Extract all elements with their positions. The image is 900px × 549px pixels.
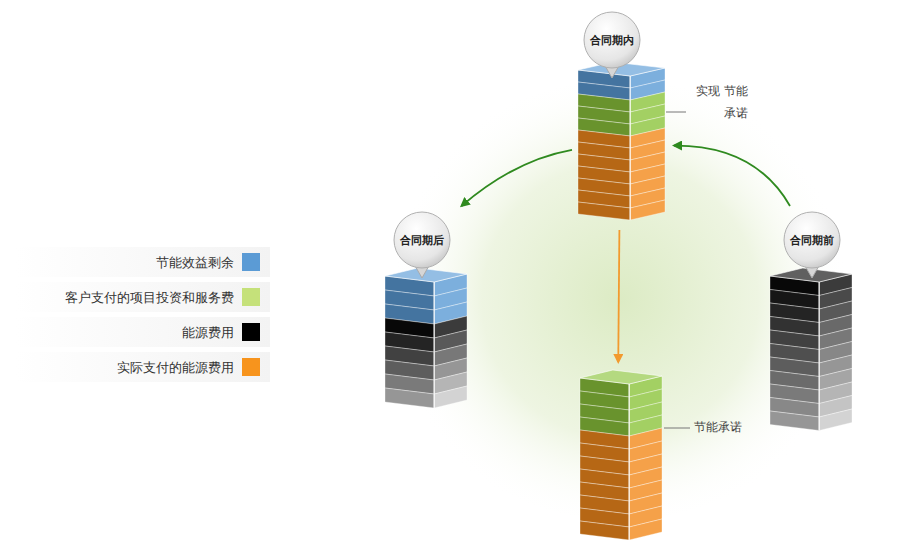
bar-top (580, 370, 662, 384)
period-label: 合同期前 (790, 233, 834, 248)
legend-row: 客户支付的项目投资和服务费 (16, 282, 270, 312)
period-node: 合同期内 (578, 12, 668, 224)
flow-arrow (618, 230, 619, 362)
bubble (784, 212, 840, 268)
bubble (394, 212, 450, 268)
legend-swatch (242, 253, 260, 271)
bar-face (580, 521, 629, 540)
legend-text: 客户支付的项目投资和服务费 (65, 289, 234, 307)
flow-arrow (674, 146, 790, 206)
period-node: 合同期后 (385, 212, 470, 410)
bar-edge (628, 384, 630, 540)
bar-face (819, 409, 852, 431)
bar-face (385, 388, 434, 408)
bar-face (629, 519, 662, 540)
legend-row: 能源费用 (16, 317, 270, 347)
legend-row: 实际支付的能源费用 (16, 352, 270, 382)
bar-face (578, 202, 630, 220)
period-label: 合同期内 (590, 33, 634, 48)
legend-row: 节能效益剩余 (16, 247, 270, 277)
period-label: 合同期后 (400, 233, 444, 248)
bars (385, 12, 852, 540)
bar-face (434, 386, 467, 408)
leader-line (664, 428, 690, 429)
legend-swatch (242, 288, 260, 306)
bar-edge (629, 76, 631, 220)
leader-line (666, 112, 686, 113)
node-label: 节能承诺 (694, 419, 742, 436)
period-node: 节能承诺 (578, 368, 753, 542)
bubble (584, 12, 640, 68)
legend-text: 能源费用 (182, 324, 234, 342)
flow-arrow (462, 150, 573, 206)
bar-face (770, 411, 819, 431)
period-node: 合同期前 (768, 212, 856, 420)
legend-text: 节能效益剩余 (156, 254, 234, 272)
background-glow (380, 80, 860, 520)
legend-swatch (242, 323, 260, 341)
annotation: 实现 节能承诺 (688, 80, 748, 124)
bar-edge (818, 282, 820, 431)
bar-face (630, 200, 665, 220)
bar-edge (433, 282, 435, 408)
legend-text: 实际支付的能源费用 (117, 359, 234, 377)
legend-swatch (242, 358, 260, 376)
